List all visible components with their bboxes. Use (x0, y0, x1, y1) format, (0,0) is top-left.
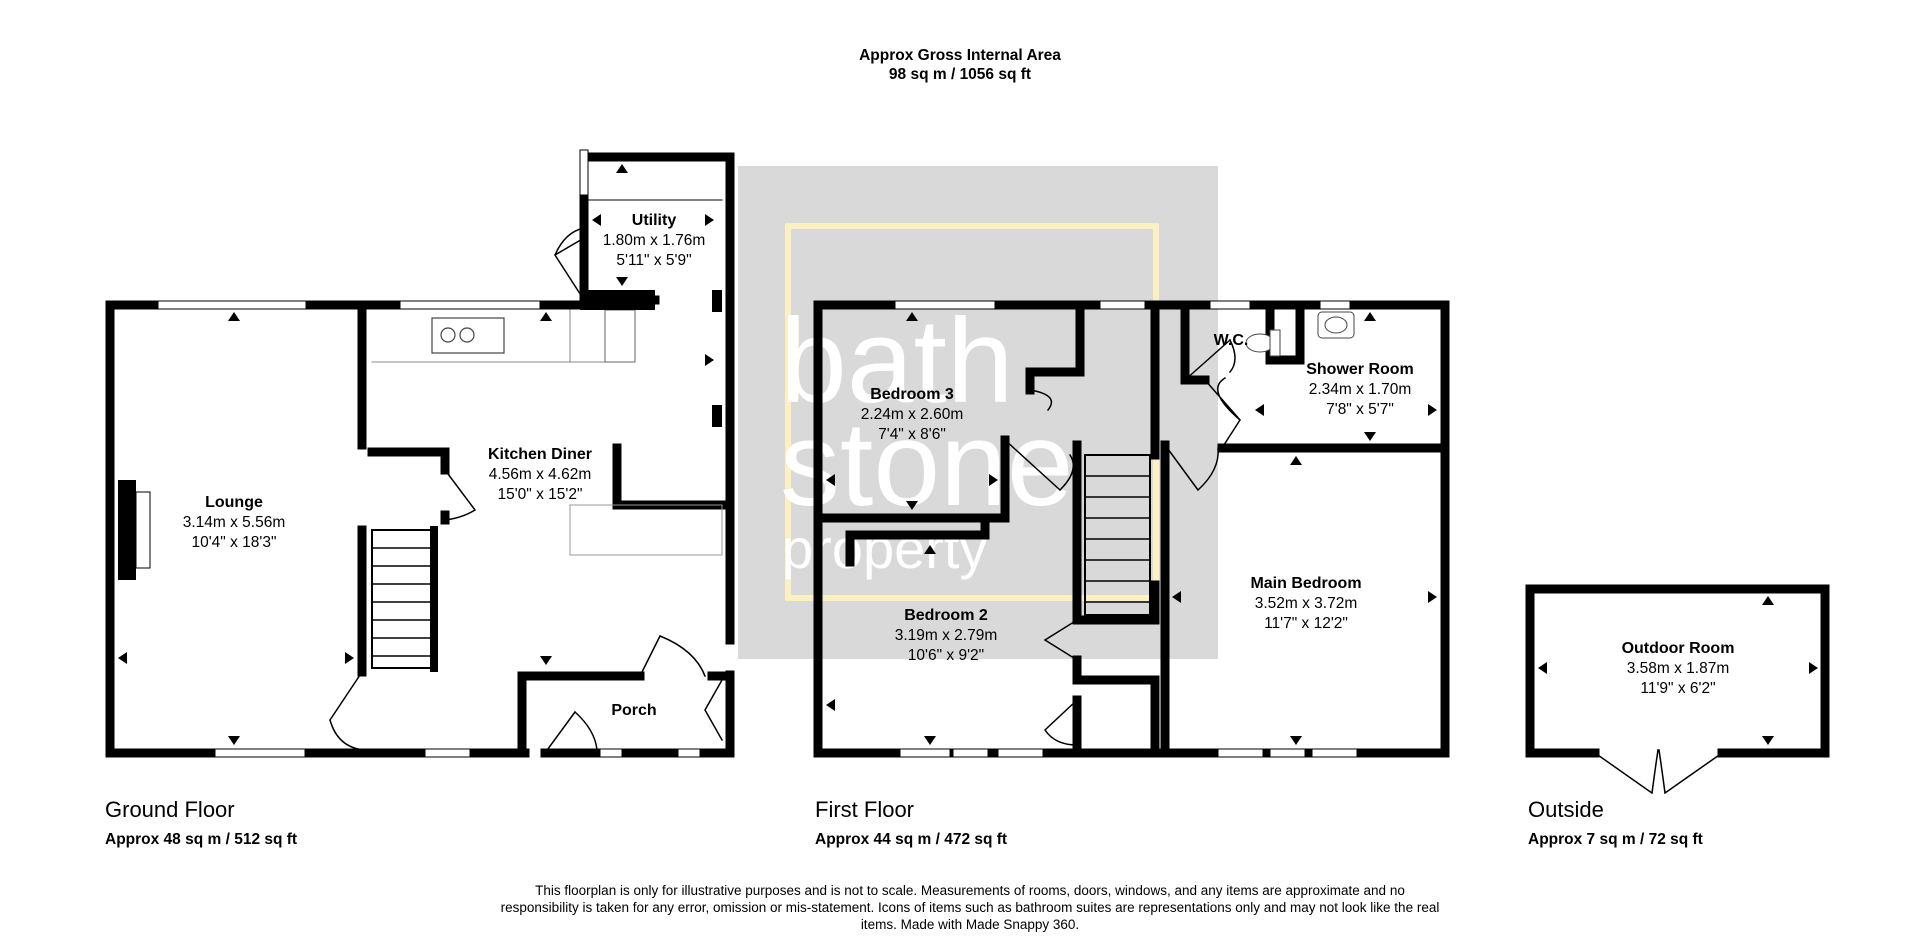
main-bedroom-metric: 3.52m x 3.72m (1255, 595, 1358, 612)
bedroom2-name: Bedroom 2 (904, 607, 988, 624)
stairwell-walls (1072, 300, 1160, 625)
wc-name: W.C. (1214, 332, 1249, 349)
bedroom2-metric: 3.19m x 2.79m (895, 627, 998, 644)
room-label-main-bedroom: Main Bedroom 3.52m x 3.72m 11'7" x 12'2" (1250, 575, 1361, 632)
room-label-bedroom2: Bedroom 2 3.19m x 2.79m 10'6" x 9'2" (895, 607, 998, 664)
utility-metric: 1.80m x 1.76m (603, 232, 706, 249)
shower-imperial: 7'8" x 5'7" (1326, 401, 1394, 418)
room-label-bedroom3: Bedroom 3 2.24m x 2.60m 7'4" x 8'6" (861, 386, 964, 443)
dimension-arrows (118, 164, 1818, 745)
room-label-utility: Utility 1.80m x 1.76m 5'11" x 5'9" (603, 212, 706, 269)
bedroom3-imperial: 7'4" x 8'6" (878, 426, 946, 443)
lounge-imperial: 10'4" x 18'3" (191, 534, 276, 551)
lounge-door (328, 670, 366, 751)
bedroom2-door-2 (1044, 698, 1079, 746)
outdoor-walls (1525, 584, 1830, 758)
first-floor-plan (813, 300, 1450, 758)
gross-area-title: Approx Gross Internal Area (859, 47, 1061, 64)
bedroom3-door (1003, 389, 1075, 492)
watermark-line-2: stone (780, 397, 1074, 531)
outdoor-imperial: 11'9" x 6'2" (1640, 680, 1715, 697)
kitchen-name: Kitchen Diner (488, 446, 592, 463)
ground-floor-label: Ground Floor (105, 797, 235, 822)
understairs-cupboard (367, 447, 450, 525)
outside-label: Outside (1528, 797, 1604, 822)
shower-walls (1160, 300, 1445, 758)
cupboard-door (443, 468, 477, 521)
room-label-lounge: Lounge 3.14m x 5.56m 10'4" x 18'3" (183, 494, 286, 551)
lounge-chimney (118, 480, 136, 580)
landing-walls (1072, 655, 1160, 758)
outside-area: Approx 7 sq m / 72 sq ft (1528, 831, 1703, 848)
room-label-shower: Shower Room 2.34m x 1.70m 7'8" x 5'7" (1306, 361, 1414, 418)
kitchen-imperial: 15'0" x 15'2" (497, 486, 582, 503)
room-label-outdoor: Outdoor Room 3.58m x 1.87m 11'9" x 6'2" (1622, 640, 1735, 697)
gross-area-total: 98 sq m / 1056 sq ft (888, 66, 1032, 83)
basin-icon (1317, 311, 1355, 339)
wc-toilet-icon (1245, 329, 1281, 357)
lounge-fireplace (135, 491, 151, 569)
outdoor-metric: 3.58m x 1.87m (1627, 660, 1730, 677)
kitchen-island-outline (569, 504, 723, 556)
watermark-line-3: property (782, 517, 987, 580)
kitchen-appliance (604, 309, 636, 363)
porch-inner-door (638, 634, 706, 678)
kitchen-metric: 4.56m x 4.62m (489, 466, 592, 483)
outdoor-double-doors (1593, 749, 1724, 795)
first-windows (894, 300, 1358, 758)
main-bedroom-imperial: 11'7" x 12'2" (1264, 615, 1348, 632)
first-floor-area: Approx 44 sq m / 472 sq ft (815, 831, 1008, 848)
front-door (543, 710, 598, 755)
utility-name: Utility (632, 212, 677, 229)
outside-plan (1525, 584, 1830, 795)
sink-bowl-2 (459, 327, 475, 343)
ground-outer-walls (105, 152, 735, 758)
kitchen-worktop (371, 309, 611, 363)
shower-name: Shower Room (1306, 361, 1414, 378)
shower-metric: 2.34m x 1.70m (1309, 381, 1412, 398)
first-floor-label: First Floor (815, 797, 914, 822)
porch-side-door (704, 678, 724, 742)
lounge-name: Lounge (205, 494, 263, 511)
bedroom3-name: Bedroom 3 (870, 386, 954, 403)
first-stairs (1084, 454, 1151, 616)
bedroom3-walls (821, 300, 1085, 567)
kitchen-inner-wall (612, 443, 727, 510)
room-label-porch: Porch (611, 702, 656, 719)
ground-floor-plan (105, 149, 735, 758)
wc-door (1183, 338, 1236, 382)
room-label-wc: W.C. (1214, 332, 1249, 349)
lounge-metric: 3.14m x 5.56m (183, 514, 286, 531)
ground-stairs (371, 526, 438, 672)
porch-walls (517, 671, 727, 758)
ground-windows (157, 149, 723, 758)
shower-door (1203, 376, 1242, 450)
bedroom2-door-1 (1043, 618, 1079, 662)
sink-bowl-1 (440, 327, 456, 343)
bedroom3-metric: 2.24m x 2.60m (861, 406, 964, 423)
kitchen-sink-icon (431, 317, 505, 354)
room-label-kitchen: Kitchen Diner 4.56m x 4.62m 15'0" x 15'2… (488, 446, 592, 503)
utility-door (553, 227, 586, 302)
outdoor-name: Outdoor Room (1622, 640, 1735, 657)
utility-imperial: 5'11" x 5'9" (616, 252, 691, 269)
bedroom2-imperial: 10'6" x 9'2" (908, 647, 984, 664)
porch-name: Porch (611, 702, 656, 719)
ground-floor-area: Approx 48 sq m / 512 sq ft (105, 831, 298, 848)
main-bedroom-door (1163, 443, 1219, 492)
watermark: bath stone property (738, 166, 1218, 659)
gross-area-heading: Approx Gross Internal Area 98 sq m / 105… (0, 46, 1920, 84)
main-bedroom-name: Main Bedroom (1250, 575, 1361, 592)
disclaimer-text: This floorplan is only for illustrative … (500, 883, 1440, 932)
